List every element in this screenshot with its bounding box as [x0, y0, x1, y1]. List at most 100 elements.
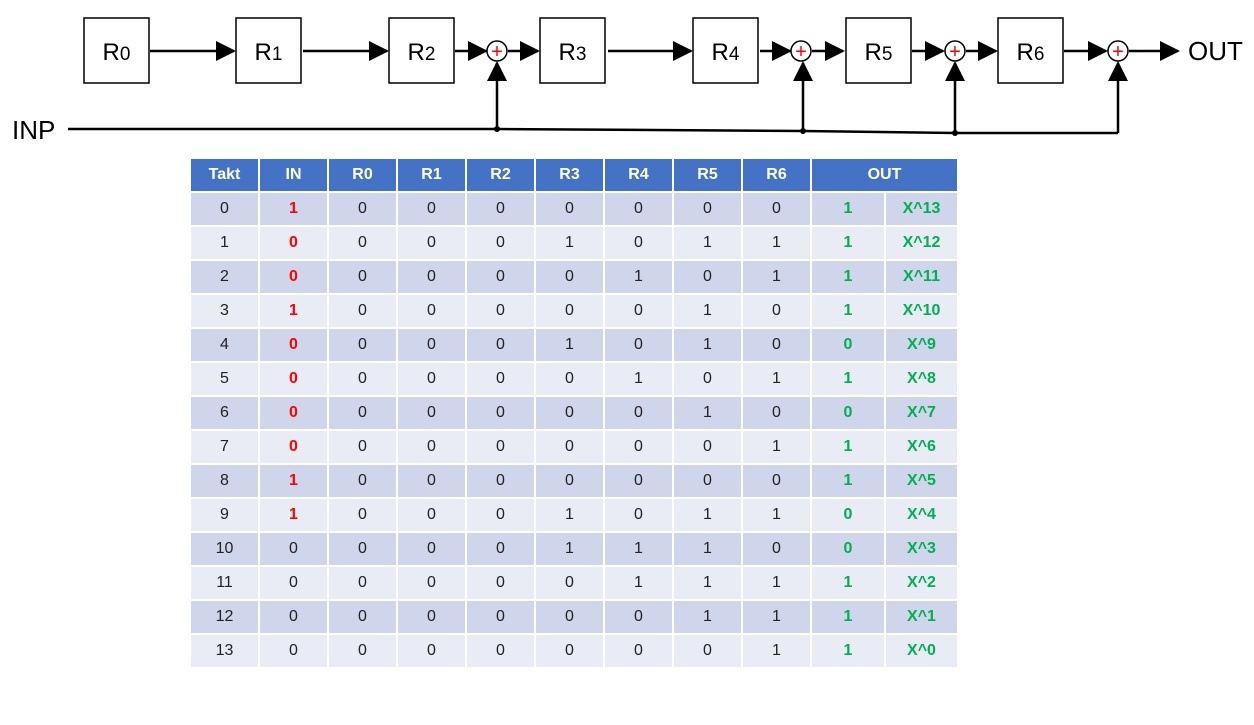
cell-power: X^8: [884, 361, 959, 397]
cell-takt: 7: [189, 429, 260, 465]
header-out: OUT: [810, 157, 959, 193]
cell-r0: 0: [327, 531, 398, 567]
register-box-r6: R6: [997, 17, 1064, 84]
header-in: IN: [258, 157, 329, 193]
cell-out: 1: [810, 225, 886, 261]
cell-r4: 0: [603, 633, 674, 669]
junction-dot: [494, 126, 500, 132]
register-box-r2: R2: [388, 17, 455, 84]
cell-r5: 1: [672, 565, 743, 601]
register-label: R6: [1017, 39, 1045, 66]
cell-r3: 0: [534, 259, 605, 295]
cell-r6: 0: [741, 293, 812, 329]
header-r0: R0: [327, 157, 398, 193]
cell-in: 0: [258, 395, 329, 431]
cell-r3: 0: [534, 361, 605, 397]
cell-r3: 0: [534, 565, 605, 601]
cell-out: 1: [810, 429, 886, 465]
cell-r1: 0: [396, 497, 467, 533]
header-takt: Takt: [189, 157, 260, 193]
junction-dot: [800, 128, 806, 134]
cell-r2: 0: [465, 497, 536, 533]
cell-r3: 1: [534, 497, 605, 533]
cell-r5: 1: [672, 327, 743, 363]
cell-takt: 0: [189, 191, 260, 227]
cell-power: X^7: [884, 395, 959, 431]
cell-out: 1: [810, 633, 886, 669]
cell-r0: 0: [327, 395, 398, 431]
cell-out: 1: [810, 565, 886, 601]
cell-power: X^9: [884, 327, 959, 363]
cell-in: 0: [258, 259, 329, 295]
cell-in: 0: [258, 531, 329, 567]
cell-r1: 0: [396, 361, 467, 397]
cell-r1: 0: [396, 599, 467, 635]
header-r4: R4: [603, 157, 674, 193]
cell-out: 0: [810, 395, 886, 431]
cell-r5: 0: [672, 191, 743, 227]
register-box-r1: R1: [235, 17, 302, 84]
cell-out: 0: [810, 497, 886, 533]
register-label: R1: [255, 39, 283, 66]
cell-in: 0: [258, 225, 329, 261]
cell-takt: 2: [189, 259, 260, 295]
cell-out: 0: [810, 327, 886, 363]
cell-r5: 0: [672, 463, 743, 499]
cell-r4: 0: [603, 599, 674, 635]
cell-r1: 0: [396, 293, 467, 329]
cell-r3: 0: [534, 293, 605, 329]
cell-r6: 1: [741, 565, 812, 601]
cell-out: 1: [810, 599, 886, 635]
cell-r6: 0: [741, 531, 812, 567]
cell-r2: 0: [465, 395, 536, 431]
cell-takt: 5: [189, 361, 260, 397]
junction-dot: [952, 130, 958, 136]
register-label: R0: [103, 39, 131, 66]
cell-r3: 0: [534, 463, 605, 499]
xor-adder-1: +: [486, 40, 508, 63]
input-bus: [68, 127, 1118, 135]
cell-r5: 0: [672, 259, 743, 295]
cell-r1: 0: [396, 395, 467, 431]
cell-r6: 0: [741, 395, 812, 431]
cell-r0: 0: [327, 361, 398, 397]
cell-r0: 0: [327, 463, 398, 499]
cell-r4: 0: [603, 429, 674, 465]
cell-in: 1: [258, 497, 329, 533]
register-box-r3: R3: [539, 17, 606, 84]
cell-takt: 10: [189, 531, 260, 567]
cell-power: X^0: [884, 633, 959, 669]
cell-r5: 0: [672, 429, 743, 465]
adder-plus-sign: +: [1112, 41, 1124, 63]
cell-takt: 6: [189, 395, 260, 431]
header-r3: R3: [534, 157, 605, 193]
cell-r1: 0: [396, 259, 467, 295]
cell-r2: 0: [465, 599, 536, 635]
cell-takt: 1: [189, 225, 260, 261]
register-box-r5: R5: [845, 17, 912, 84]
cell-power: X^6: [884, 429, 959, 465]
xor-adder-3: +: [944, 40, 966, 63]
cell-out: 1: [810, 361, 886, 397]
cell-r1: 0: [396, 463, 467, 499]
cell-in: 1: [258, 463, 329, 499]
cell-r3: 0: [534, 395, 605, 431]
cell-r1: 0: [396, 429, 467, 465]
cell-r6: 1: [741, 429, 812, 465]
cell-r0: 0: [327, 599, 398, 635]
cell-r0: 0: [327, 191, 398, 227]
register-label: R5: [865, 39, 893, 66]
cell-r2: 0: [465, 327, 536, 363]
cell-r5: 1: [672, 395, 743, 431]
